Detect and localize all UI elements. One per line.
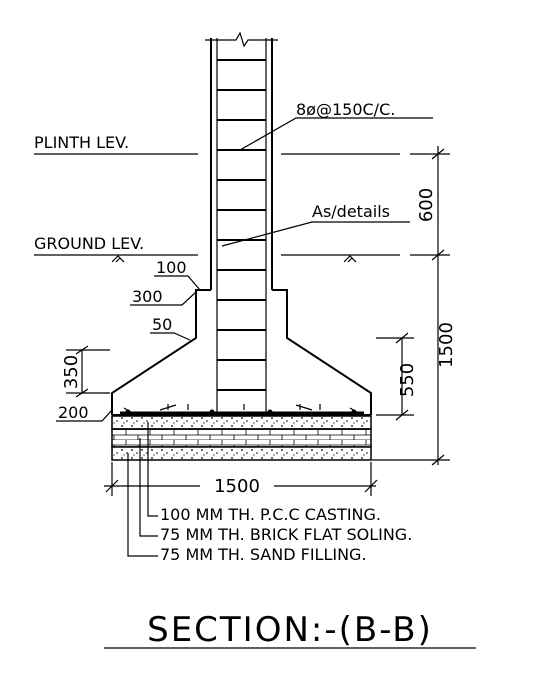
rebar-leader [239, 117, 433, 151]
dim-1500-vertical: 1500 [436, 322, 457, 368]
layer-brick-label: 75 MM TH. BRICK FLAT SOLING. [160, 525, 412, 544]
plinth-level-label: PLINTH LEV. [34, 133, 129, 152]
footing-concrete [111, 289, 372, 416]
column-ties [217, 59, 266, 391]
dim-300: 300 [132, 287, 163, 306]
dim-600: 600 [416, 188, 437, 222]
dim-350: 350 [61, 355, 82, 389]
bottom-reinforcement [120, 404, 364, 415]
level-lines [34, 153, 450, 263]
dim-100: 100 [156, 258, 187, 277]
foundation-layers [111, 415, 372, 461]
ground-level-label: GROUND LEV. [34, 234, 144, 253]
as-details-label: As/details [312, 202, 390, 221]
dim-200: 200 [58, 403, 89, 422]
column [205, 31, 278, 418]
dim-1500-horizontal: 1500 [214, 476, 260, 497]
rebar-spacing-label: 8ø@150C/C. [296, 100, 395, 119]
section-title: SECTION:-(B-B) [147, 610, 433, 650]
layer-sand-label: 75 MM TH. SAND FILLING. [160, 545, 367, 564]
dim-550: 550 [397, 363, 418, 397]
layer-pcc-label: 100 MM TH. P.C.C CASTING. [160, 505, 381, 524]
dim-50: 50 [152, 315, 172, 334]
as-details-leader [221, 221, 410, 247]
